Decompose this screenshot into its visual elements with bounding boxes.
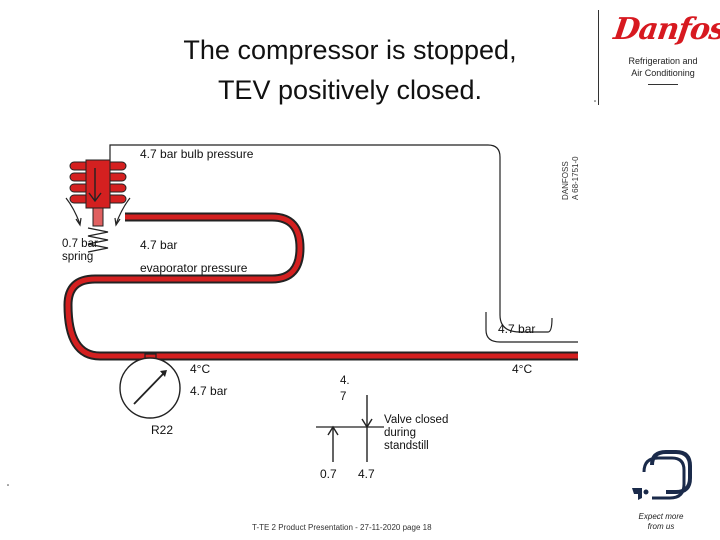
- department-underline: [648, 84, 678, 85]
- temperature-left-label: 4°C: [190, 362, 211, 376]
- title-line-1: The compressor is stopped,: [183, 35, 517, 65]
- stray-dot-1: [594, 100, 596, 102]
- department-line-2: Air Conditioning: [631, 68, 695, 78]
- header-divider: [598, 10, 599, 105]
- gauge-pressure-label: 4.7 bar: [190, 384, 228, 398]
- slide-footer: T-TE 2 Product Presentation - 27-11-2020…: [252, 523, 432, 532]
- drawing-number: DANFOSS A 68-1751-0: [561, 156, 580, 200]
- tagline-line-1: Expect more: [638, 512, 684, 521]
- valve-state-line-2: during: [384, 427, 416, 439]
- drawing-number-line-1: DANFOSS: [561, 161, 570, 200]
- outlet-pipe: [485, 312, 578, 343]
- expect-more-logo-icon: [632, 450, 692, 500]
- center-value-label: 4. 7: [340, 373, 350, 405]
- tagline-line-2: from us: [647, 522, 675, 531]
- force-up-arrow-icon: [327, 425, 339, 436]
- title-line-2: TEV positively closed.: [217, 75, 483, 105]
- spring-text: spring: [62, 251, 94, 263]
- stray-dot-2: [7, 484, 9, 486]
- spring-label: 0.7 bar spring: [62, 238, 98, 264]
- spring-value: 0.7 bar: [62, 238, 98, 250]
- evaporator-pressure-value: 4.7 bar: [140, 238, 178, 252]
- slide-title: The compressor is stopped, TEV positivel…: [120, 30, 580, 110]
- valve-power-element: [69, 159, 127, 253]
- department-line-1: Refrigeration and: [628, 56, 698, 66]
- force-left-label: 0.7: [320, 467, 337, 481]
- arrow-right-icon: [115, 197, 131, 225]
- valve-state-line-3: standstill: [384, 440, 429, 452]
- brand-tagline: Expect more from us: [630, 512, 692, 532]
- force-right-label: 4.7: [358, 467, 375, 481]
- refrigerant-label: R22: [151, 423, 174, 437]
- center-value-line-1: 4.: [340, 375, 350, 387]
- evaporator-pipe: [65, 214, 578, 359]
- outlet-pressure-label: 4.7 bar: [498, 322, 536, 336]
- spring-icon: [87, 227, 109, 253]
- valve-state-label: Valve closed during standstill: [384, 414, 448, 453]
- center-value-line-2: 7: [340, 391, 347, 403]
- bulb-end: [499, 314, 553, 333]
- department-label: Refrigeration and Air Conditioning: [612, 55, 714, 79]
- valve-force-arrows: [316, 395, 384, 462]
- capillary-tube: [109, 144, 501, 315]
- bulb-pressure-label: 4.7 bar bulb pressure: [140, 147, 254, 161]
- drawing-number-line-2: A 68-1751-0: [571, 156, 580, 200]
- valve-state-line-1: Valve closed: [384, 414, 449, 426]
- arrow-left-icon: [65, 197, 81, 225]
- evaporator-pressure-label: evaporator pressure: [140, 261, 248, 275]
- temperature-right-label: 4°C: [512, 362, 533, 376]
- pressure-gauge-icon: [119, 353, 181, 419]
